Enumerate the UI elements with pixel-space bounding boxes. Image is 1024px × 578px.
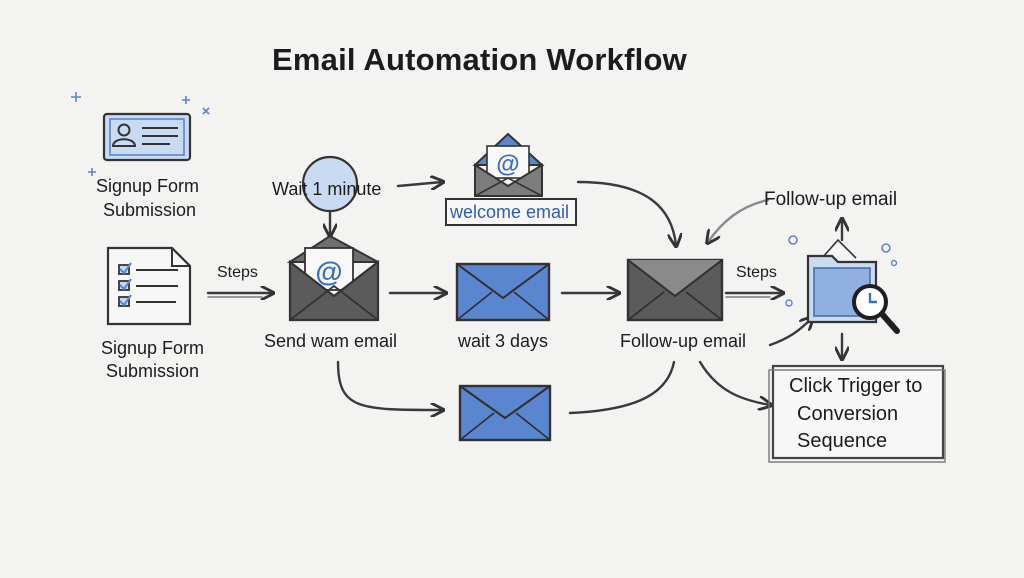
arrow-wait-minute-to-welcome: [396, 182, 442, 186]
conversion-box: [768, 364, 946, 463]
send-email-label: Send wam email: [264, 331, 398, 351]
followup-center-label: Follow-up email: [620, 331, 747, 351]
id-card-icon: [102, 112, 192, 162]
welcome-email-label: welcome email: [450, 202, 570, 222]
closed-envelope-icon: [455, 262, 551, 322]
signup-top-line1: Signup Form: [96, 176, 200, 196]
steps-left-label: Steps: [217, 264, 258, 281]
svg-text:@: @: [496, 151, 519, 178]
open-envelope-icon: @: [286, 234, 380, 322]
page-title: Email Automation Workflow: [272, 42, 687, 77]
arrow-followup-to-conversion: [698, 360, 770, 405]
conversion-line3: Sequence: [797, 430, 888, 452]
sparkle-decoration: [71, 92, 210, 176]
wait-minute-label: Wait 1 minute: [272, 179, 382, 199]
svg-text:@: @: [315, 256, 342, 287]
open-envelope-icon: @: [472, 132, 545, 197]
steps-right-label: Steps: [736, 264, 777, 281]
arrow-folder-back-to-center: [708, 198, 770, 242]
arrow-send-to-lower-envelope: [336, 360, 442, 410]
conversion-line2: Conversion: [797, 403, 899, 425]
closed-envelope-icon: [626, 258, 724, 322]
arrow-lower-to-followup: [568, 360, 676, 415]
arrow-feedback-to-folder: [768, 318, 812, 347]
conversion-line1: Click Trigger to: [789, 375, 923, 397]
signup-bottom-line1: Signup Form: [101, 338, 205, 358]
closed-envelope-icon: [458, 384, 552, 442]
checklist-document-icon: [106, 246, 192, 326]
welcome-email-box: [445, 198, 577, 226]
folder-search-icon: [785, 235, 900, 334]
signup-top-line2: Submission: [103, 200, 197, 220]
signup-bottom-line2: Submission: [106, 361, 200, 381]
wait-days-label: wait 3 days: [458, 331, 549, 351]
followup-right-label: Follow-up email: [764, 189, 898, 210]
arrow-welcome-to-followup: [576, 180, 676, 245]
clock-circle-icon: [301, 155, 359, 213]
